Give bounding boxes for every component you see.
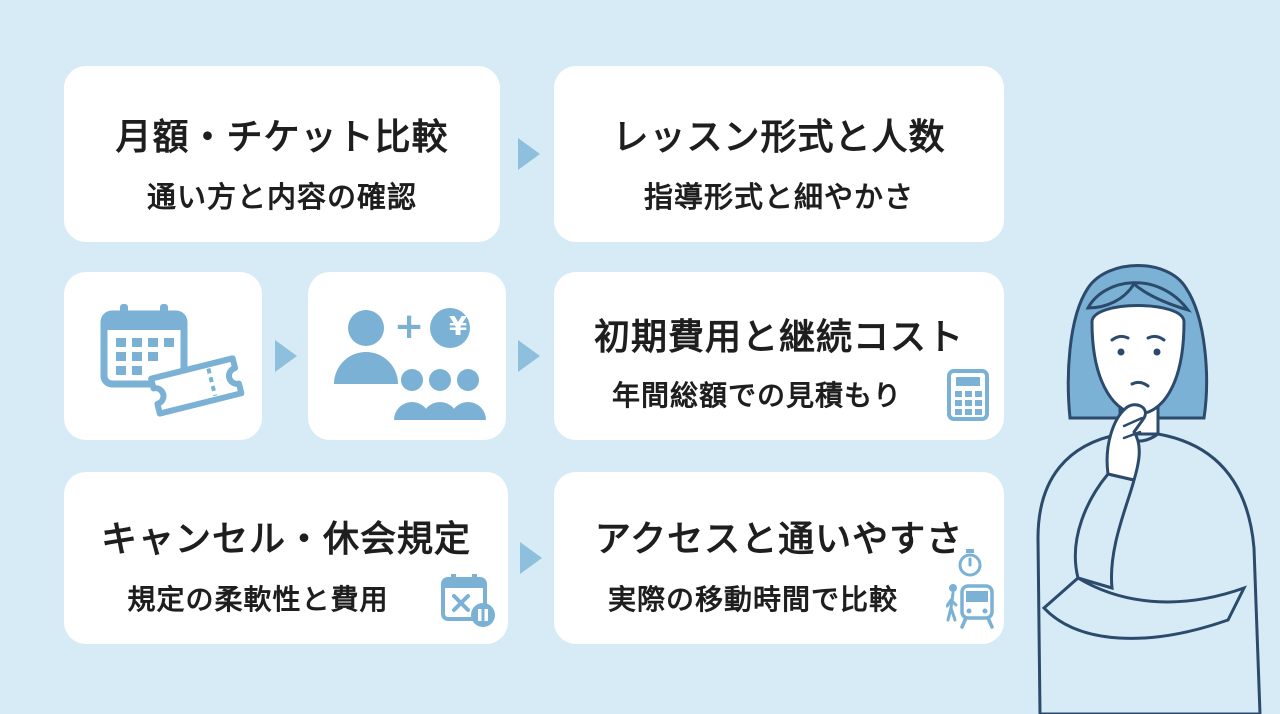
arrow-right-icon (275, 340, 297, 372)
card-access: アクセスと通いやすさ 実際の移動時間で比較 (554, 472, 1004, 644)
card-cancel-policy: キャンセル・休会規定 規定の柔軟性と費用 (64, 472, 508, 644)
card-lesson-format-title: レッスン形式と人数 (612, 117, 946, 158)
arrow-right-icon (520, 542, 542, 574)
card-access-sub: 実際の移動時間で比較 (607, 583, 898, 616)
calculator-icon (947, 369, 989, 421)
timer-icon (958, 549, 982, 577)
yen-overlay: ¥ (448, 312, 468, 342)
card-people-fee: + ¥ (308, 272, 506, 440)
card-lesson-format: レッスン形式と人数 指導形式と細やかさ (554, 66, 1004, 242)
card-initial-cost-title: 初期費用と継続コスト (593, 317, 964, 358)
plus-icon: + (394, 306, 425, 347)
card-lesson-format-sub: 指導形式と細やかさ (643, 180, 914, 214)
arrow-right-icon (518, 138, 540, 170)
ticket-icon (148, 355, 245, 417)
card-fee-compare-sub: 通い方と内容の確認 (146, 180, 417, 214)
card-calendar-ticket (64, 272, 262, 440)
people-icon (334, 308, 486, 420)
calendar-icon (100, 304, 188, 388)
thinking-woman-illustration (1036, 264, 1262, 714)
calendar-cancel-icon (441, 574, 495, 627)
card-fee-compare-title: 月額・チケット比較 (115, 117, 449, 158)
card-initial-cost-sub: 年間総額での見積もり (611, 379, 902, 412)
arrow-right-icon (518, 340, 540, 372)
train-icon (946, 584, 994, 629)
card-cancel-policy-sub: 規定の柔軟性と費用 (127, 583, 389, 616)
card-cancel-policy-title: キャンセル・休会規定 (100, 519, 471, 560)
card-initial-cost: 初期費用と継続コスト 年間総額での見積もり (554, 272, 1004, 440)
card-fee-compare: 月額・チケット比較 通い方と内容の確認 (64, 66, 500, 242)
card-access-title: アクセスと通いやすさ (594, 519, 964, 560)
